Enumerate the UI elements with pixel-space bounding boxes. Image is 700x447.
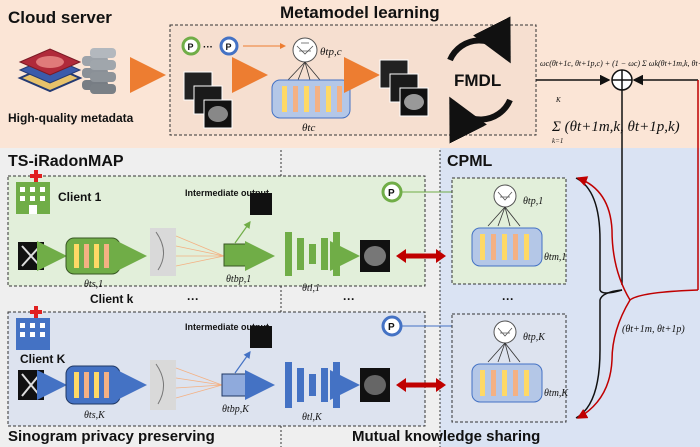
broadcast-label: (θt+1m, θt+1p) [622, 324, 685, 335]
theta-sK-label: θts,K [84, 410, 106, 421]
client-K-label: Client K [20, 352, 66, 366]
cpml-prompt-net-1 [487, 184, 521, 227]
cpml-title: CPML [447, 153, 493, 170]
theta-mK-label: θtm,K [544, 388, 569, 399]
theta-c-label: θtc [302, 122, 315, 134]
ct-output-1-organ [364, 246, 386, 266]
broadcast-arrow-bottom [576, 289, 699, 419]
mutual-sharing-arrow-K [396, 378, 446, 392]
svg-text:P: P [226, 42, 232, 52]
theta-lK-label: θtl,K [302, 412, 323, 423]
backprojection-fan-1 [150, 228, 225, 276]
sinogram-net-1 [65, 237, 121, 275]
prompt-network-icon [292, 37, 318, 63]
bp-layer-block-K [221, 373, 247, 397]
arrow-bp-intermediate-1 [234, 221, 251, 244]
metamodel-title: Metamodel learning [280, 3, 440, 22]
sinogram-image-K [18, 370, 44, 400]
theta-p1-label: θtp,1 [523, 196, 543, 207]
sum-lower: k=1 [552, 137, 563, 145]
arrow-bp-intermediate-K [234, 351, 251, 374]
aggregation-formula: ωc(θt+1c, θt+1p,c) + (1 − ωc) Σ ωk(θt+1m… [540, 59, 700, 68]
metadata-layers-icon [17, 48, 83, 93]
ellipsis-left: ··· [187, 292, 199, 306]
svg-text:P: P [388, 322, 395, 333]
theta-pK-label: θtp,K [523, 332, 546, 343]
hospital-icon-blue [16, 306, 50, 350]
theta-bp1-label: θtbp,1 [226, 274, 251, 285]
cpml-backbone-K [471, 363, 543, 403]
prompt-badge-icon-2: P [219, 36, 239, 56]
theta-m1-label: θtm,1 [544, 252, 566, 263]
theta-pc-label: θtp,c [320, 46, 342, 58]
fmdl-label: FMDL [454, 71, 501, 90]
ts-iradonmap-title: TS-iRadonMAP [8, 153, 124, 170]
caption-sinogram-privacy: Sinogram privacy preserving [8, 428, 215, 445]
ct-slice-stack-output [379, 59, 429, 117]
ct-output-K-organ [364, 375, 386, 395]
badge-ellipsis: ··· [203, 42, 213, 53]
hospital-icon-green [16, 170, 50, 214]
cpml-prompt-net-K [487, 320, 521, 363]
sinogram-image-1 [18, 242, 44, 270]
database-stack-icon [82, 48, 116, 94]
svg-text:P: P [188, 42, 194, 52]
backprojection-fan-K [150, 360, 223, 410]
ellipsis-right: ··· [502, 292, 514, 306]
aggregation-oplus-icon [611, 69, 633, 91]
svg-text:P: P [388, 188, 395, 199]
theta-s1-label: θts,1 [84, 279, 103, 290]
intermediate-output-1: Intermediate output [185, 188, 269, 198]
ct-slice-stack-input [183, 71, 233, 129]
prompt-badge-client-1: P [381, 181, 403, 203]
metadata-caption: High-quality metadata [8, 111, 134, 125]
client-k-label: Client k [90, 292, 134, 306]
fmdl-cycle-icon [447, 16, 513, 144]
sum-formula: Σ (θt+1m,k, θt+1p,k) [551, 119, 680, 135]
client-1-label: Client 1 [58, 190, 102, 204]
broadcast-arrow-top [576, 176, 631, 301]
theta-l1-label: θtl,1 [302, 283, 320, 294]
mutual-sharing-arrow-1 [396, 249, 446, 263]
cpml-backbone-1 [471, 227, 543, 267]
intermediate-ct-K [250, 326, 272, 348]
prompt-badge-icon: P [181, 36, 201, 56]
prompt-badge-client-K: P [381, 315, 403, 337]
intermediate-ct-1 [250, 193, 272, 215]
upload-bracket-bottom [575, 289, 623, 419]
net-connections [287, 61, 321, 81]
ellipsis-mid: ··· [343, 292, 355, 306]
sinogram-net-K [65, 365, 121, 405]
caption-mutual-sharing: Mutual knowledge sharing [352, 428, 540, 445]
backbone-network-block [271, 79, 351, 119]
cloud-server-title: Cloud server [8, 8, 112, 27]
intermediate-output-K: Intermediate output [185, 322, 269, 332]
sum-upper: K [555, 96, 561, 104]
bp-layer-block-1 [223, 243, 247, 267]
theta-bpK-label: θtbp,K [222, 404, 250, 415]
